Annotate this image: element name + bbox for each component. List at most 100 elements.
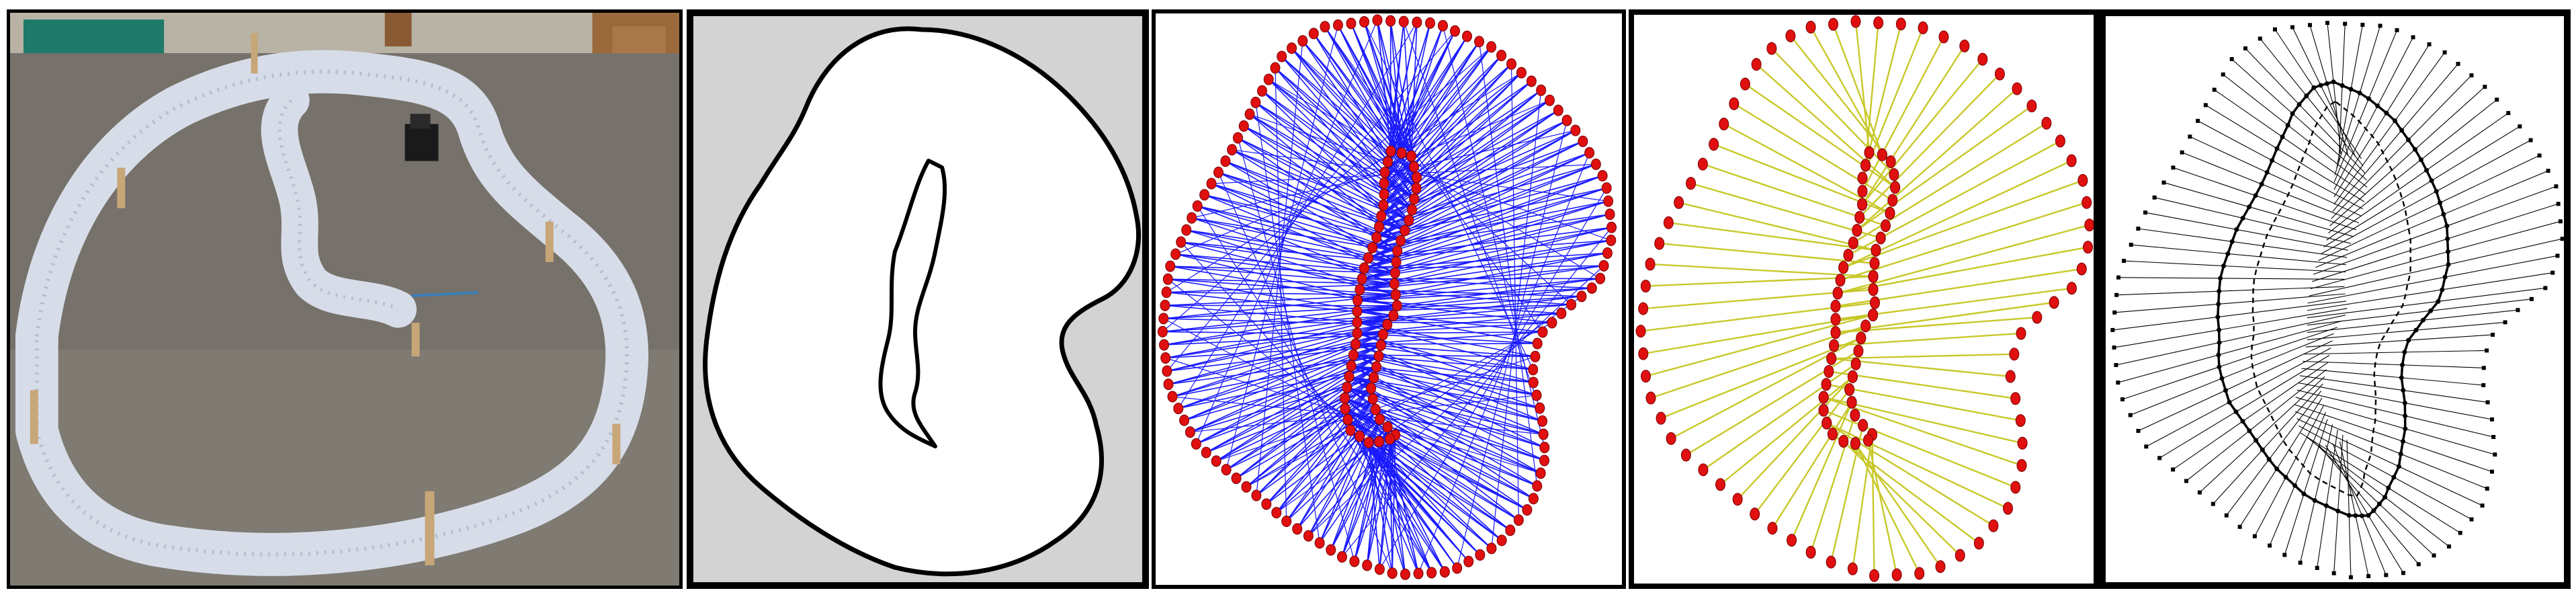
filtered-edge: [1789, 35, 1892, 163]
triangulation-vertex: [1160, 299, 1170, 311]
triangulation-edge: [1355, 344, 1543, 422]
triangulation-edge: [1383, 63, 1512, 206]
triangulation-edge: [1359, 252, 1608, 290]
triangulation-vertex: [1374, 436, 1385, 448]
path-edge-endpoint: [2506, 111, 2511, 116]
triangulation-edge: [1366, 441, 1380, 565]
triangulation-vertex: [1367, 393, 1378, 405]
path-edge: [2163, 182, 2354, 237]
path-waypoint: [2219, 376, 2225, 381]
filtered-vertex: [1885, 155, 1896, 169]
path-edge: [2116, 315, 2346, 366]
filtered-vertex: [1823, 365, 1834, 378]
filtered-edge: [1659, 242, 1875, 264]
triangulation-edge: [1376, 175, 1603, 239]
filtered-vertex: [1871, 243, 1881, 257]
path-waypoint: [2311, 85, 2317, 90]
path-edge-endpoint: [2456, 62, 2460, 67]
path-waypoint: [2304, 93, 2309, 99]
triangulation-vertex: [1382, 421, 1393, 433]
triangulation-vertex: [1463, 555, 1474, 567]
triangulation-vertex: [1159, 339, 1170, 351]
triangulation-edge: [1178, 333, 1383, 409]
path-waypoint: [2366, 513, 2371, 518]
triangulation-vertices: [1157, 14, 1617, 580]
triangulation-edge: [1195, 355, 1379, 444]
filtered-vertex: [1938, 30, 1949, 44]
path-waypoint: [2357, 90, 2362, 95]
path-edge-endpoint: [2282, 553, 2287, 557]
path-edge-endpoint: [2481, 383, 2486, 387]
triangulation-edge: [1410, 22, 1418, 157]
triangulation-edge: [1166, 324, 1387, 372]
path-edge: [2182, 152, 2360, 224]
triangulation-edge: [1168, 324, 1387, 385]
filtered-vertex: [2010, 481, 2021, 494]
filtered-vertex: [1818, 391, 1829, 404]
triangulation-vertex: [1161, 286, 1172, 298]
triangulation-edge: [1190, 395, 1537, 433]
filtered-vertex: [1881, 219, 1891, 233]
filtered-vertex: [1641, 370, 1651, 383]
path-edge: [2333, 30, 2398, 183]
filtered-vertex: [1857, 198, 1868, 211]
path-waypoint: [2227, 399, 2232, 405]
triangulation-vertex: [1348, 349, 1359, 361]
triangulation-edge: [1401, 23, 1431, 153]
path-edge: [2334, 26, 2381, 175]
filtered-vertex: [1891, 568, 1902, 582]
path-edge-endpoint: [2528, 138, 2533, 143]
triangulation-edge: [1353, 354, 1544, 435]
triangulation-vertex: [1211, 455, 1221, 467]
triangulation-edge: [1363, 22, 1534, 370]
path-waypoint: [2446, 249, 2451, 254]
filtered-edge: [1843, 179, 2084, 268]
filtered-vertex: [2005, 370, 2016, 383]
path-waypoint: [2253, 193, 2258, 198]
filtered-vertex: [1666, 432, 1676, 445]
triangulation-vertex: [1387, 567, 1398, 579]
triangulation-vertex: [1173, 403, 1184, 415]
path-waypoint: [2296, 102, 2302, 107]
path-edge-endpoint: [2550, 270, 2555, 275]
path-waypoint: [2446, 262, 2451, 267]
triangulation-edge: [1170, 266, 1395, 285]
path-edge-endpoint: [2503, 320, 2507, 325]
triangulation-edge: [1389, 438, 1419, 574]
triangulation-edge: [1357, 333, 1534, 383]
triangulation-edge: [1191, 217, 1395, 285]
path-waypoint: [2217, 364, 2222, 370]
path-edge: [2154, 197, 2351, 244]
filtered-vertex: [1885, 206, 1895, 220]
path-edge-endpoint: [2315, 565, 2319, 570]
triangulation-edge: [1383, 89, 1542, 195]
path-edge-endpoint: [2556, 202, 2561, 206]
triangulation-vertex: [1213, 166, 1223, 178]
path-edge: [2304, 350, 2487, 355]
filtered-vertex: [1635, 325, 1646, 338]
filtered-edge: [1835, 301, 2055, 333]
path-edge: [2114, 293, 2346, 313]
filtered-vertex: [2049, 296, 2059, 309]
path-edge-endpoint: [2110, 327, 2115, 332]
path-edge: [2331, 75, 2472, 219]
triangulation-vertex: [1377, 329, 1388, 341]
path-edge: [2325, 444, 2404, 573]
filtered-vertex: [1830, 326, 1841, 339]
path-waypoint: [2400, 439, 2405, 444]
path-waypoint: [2391, 475, 2397, 480]
path-edge-endpoint: [2331, 571, 2336, 575]
path-edge: [2274, 29, 2362, 159]
triangulation-vertex: [1345, 424, 1356, 436]
filtered-edge: [1826, 383, 2021, 422]
triangulation-edge: [1172, 324, 1388, 397]
triangulation-edge: [1178, 344, 1381, 409]
triangulation-vertex: [1556, 307, 1567, 319]
path-edge: [2239, 397, 2323, 528]
triangulation-vertex: [1535, 402, 1545, 414]
filtered-vertex: [1914, 567, 1925, 580]
triangulation-edge: [1204, 194, 1398, 252]
triangulation-edge: [1256, 377, 1375, 496]
filtered-vertex: [1977, 52, 1988, 66]
triangulation-vertex: [1379, 166, 1390, 178]
